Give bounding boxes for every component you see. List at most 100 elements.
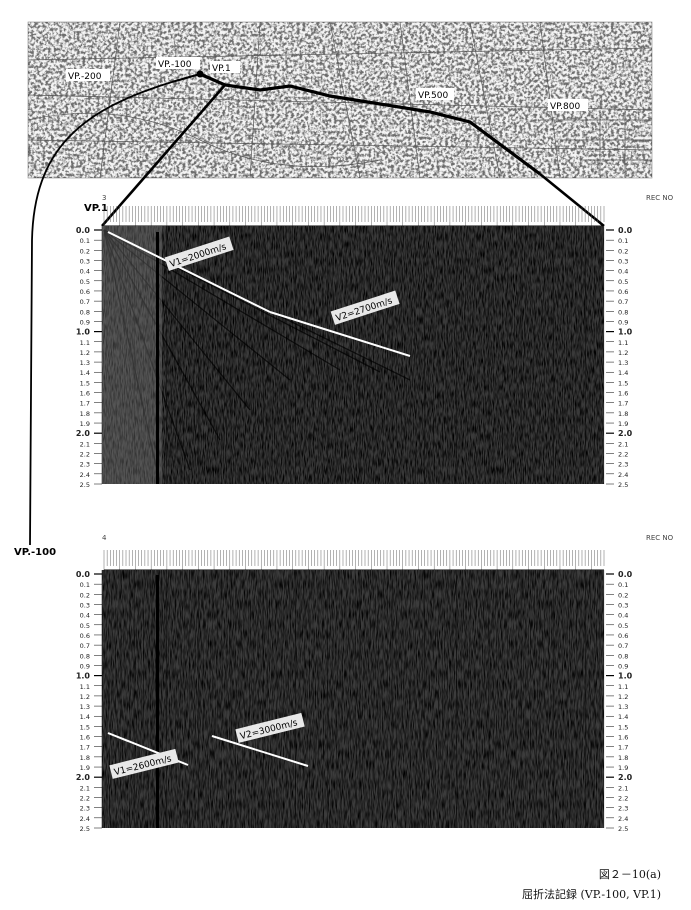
panel1-right-tick-label: 0.3 xyxy=(618,257,628,265)
survey-line-west xyxy=(171,73,201,83)
panel1-left-tick-label: 1.3 xyxy=(80,359,90,367)
panel2-right-tick-label: 2.0 xyxy=(618,773,633,782)
panel1-left-tick-label: 1.1 xyxy=(80,339,90,347)
panel2-time-axis-left: 0.00.10.20.30.40.50.60.70.80.91.01.11.21… xyxy=(76,570,102,833)
panel1-left-tick-label: 1.9 xyxy=(80,420,90,428)
panel1-left-tick-label: 1.6 xyxy=(80,390,90,398)
panel1-fan-line xyxy=(103,229,161,485)
panel2-right-tick-label: 0.9 xyxy=(618,662,628,670)
panel1-right-tick-label: 2.2 xyxy=(618,451,628,459)
panel1-left-tick-label: 0.9 xyxy=(80,318,90,326)
panel2-left-tick-label: 1.5 xyxy=(80,723,90,731)
panel1-dead-trace xyxy=(156,232,159,484)
panel1-vp-label: VP.1 xyxy=(84,203,108,214)
panel2-left-tick-label: 0.5 xyxy=(80,622,90,630)
panel2-right-tick-label: 1.7 xyxy=(618,744,628,752)
panel1-right-tick-label: 0.5 xyxy=(618,278,628,286)
panel2-right-tick-label: 0.1 xyxy=(618,581,628,589)
panel1-right-tick-label: 2.4 xyxy=(618,471,628,479)
panel1-v2-fit-line xyxy=(269,311,411,357)
panel2-left-tick-label: 1.8 xyxy=(80,754,90,762)
panel2-rec-header xyxy=(103,550,605,571)
panel1-left-tick-label: 1.8 xyxy=(80,410,90,418)
map-label-vp-500: VP.500 xyxy=(418,91,448,101)
panel2-right-tick-label: 2.4 xyxy=(618,815,628,823)
panel1-right-tick-label: 0.2 xyxy=(618,247,628,255)
seismic-panel-vp-minus-100: VP.-100 4 REC NO 0.00.10.20.30.40.50.60.… xyxy=(14,534,674,833)
panel2-left-tick-label: 1.3 xyxy=(80,703,90,711)
panel1-right-tick-label: 1.5 xyxy=(618,379,628,387)
panel1-right-tick-label: 2.1 xyxy=(618,440,628,448)
panel2-right-tick-label: 0.3 xyxy=(618,601,628,609)
panel1-v1-fit-line xyxy=(107,231,271,313)
panel2-right-tick-label: 2.5 xyxy=(618,825,628,833)
panel1-number: 3 xyxy=(102,194,106,202)
panel1-left-tick-label: 1.5 xyxy=(80,379,90,387)
panel2-number: 4 xyxy=(102,534,107,542)
panel1-right-tick-label: 1.4 xyxy=(618,369,628,377)
panel2-dead-trace xyxy=(156,575,159,828)
panel2-left-tick-label: 2.5 xyxy=(80,825,90,833)
survey-line xyxy=(199,72,541,176)
panel1-right-tick-label: 1.7 xyxy=(618,400,628,408)
connector-line-vp-minus-100 xyxy=(29,81,173,546)
panel2-left-tick-label: 1.7 xyxy=(80,744,90,752)
panel1-left-tick-label: 1.0 xyxy=(76,328,91,337)
panel1-right-tick-label: 0.8 xyxy=(618,308,628,316)
panel2-right-tick-label: 1.4 xyxy=(618,713,628,721)
panel1-left-tick-label: 2.0 xyxy=(76,429,91,438)
connector-line-left xyxy=(101,84,226,227)
panel1-left-tick-label: 0.8 xyxy=(80,308,90,316)
panel2-right-tick-label: 1.3 xyxy=(618,703,628,711)
panel1-right-tick-label: 0.9 xyxy=(618,318,628,326)
panel2-right-tick-label: 0.0 xyxy=(618,570,633,579)
panel2-left-tick-label: 0.6 xyxy=(80,632,90,640)
panel1-left-tick-label: 2.3 xyxy=(80,461,90,469)
panel2-right-tick-label: 1.9 xyxy=(618,764,628,772)
panel2-trace-lines xyxy=(101,570,605,828)
panel2-right-tick-label: 0.6 xyxy=(618,632,628,640)
panel2-right-tick-label: 0.8 xyxy=(618,652,628,660)
connector-line-right xyxy=(539,172,605,228)
panel1-left-tick-label: 0.5 xyxy=(80,278,90,286)
panel2-right-tick-label: 0.5 xyxy=(618,622,628,630)
panel1-left-tick-label: 0.4 xyxy=(80,268,90,276)
panel1-fan-line xyxy=(103,229,341,371)
panel2-left-tick-label: 1.6 xyxy=(80,734,90,742)
panel1-right-tick-label: 2.3 xyxy=(618,461,628,469)
panel1-left-tick-label: 2.4 xyxy=(80,471,90,479)
panel1-fan-line xyxy=(103,229,221,441)
panel2-left-tick-label: 0.3 xyxy=(80,601,90,609)
panel2-vp-label: VP.-100 xyxy=(14,547,56,558)
panel1-right-tick-label: 0.6 xyxy=(618,288,628,296)
panel2-left-tick-label: 0.2 xyxy=(80,591,90,599)
panel2-time-axis-right: 0.00.10.20.30.40.50.60.70.80.91.01.11.21… xyxy=(606,570,633,833)
panel2-left-tick-label: 0.4 xyxy=(80,612,90,620)
panel1-right-tick-label: 0.0 xyxy=(618,226,633,235)
panel2-left-tick-label: 0.9 xyxy=(80,662,90,670)
panel2-right-tick-label: 0.4 xyxy=(618,612,628,620)
seismic-panel-vp-1: VP.1 3 REC NO 0.00.10.20.30.40.50.60.70.… xyxy=(76,194,674,489)
map-label-vp-minus-100: VP.-100 xyxy=(158,60,192,70)
panel1-right-tick-label: 1.6 xyxy=(618,390,628,398)
panel1-left-tick-label: 1.4 xyxy=(80,369,90,377)
panel1-right-tick-label: 1.1 xyxy=(618,339,628,347)
figure-number: 図２－10(a) xyxy=(598,868,661,881)
map-label-vp-1: VP.1 xyxy=(212,64,231,74)
panel1-left-tick-label: 2.1 xyxy=(80,440,90,448)
panel1-fan-line xyxy=(103,229,291,381)
panel2-left-tick-label: 0.8 xyxy=(80,652,90,660)
panel2-right-tick-label: 1.0 xyxy=(618,672,633,681)
map-label-vp-800: VP.800 xyxy=(550,102,580,112)
map-label-vp-minus-200: VP.-200 xyxy=(68,72,102,82)
panel2-right-tick-label: 1.5 xyxy=(618,723,628,731)
panel2-right-tick-label: 2.1 xyxy=(618,784,628,792)
panel1-right-tick-label: 1.3 xyxy=(618,359,628,367)
panel1-left-tick-label: 0.0 xyxy=(76,226,91,235)
panel2-left-tick-label: 1.2 xyxy=(80,693,90,701)
panel1-right-tick-label: 0.7 xyxy=(618,298,628,306)
panel1-near-offset-shade xyxy=(102,226,162,484)
panel2-left-tick-label: 0.7 xyxy=(80,642,90,650)
panel1-right-tick-label: 1.0 xyxy=(618,328,633,337)
